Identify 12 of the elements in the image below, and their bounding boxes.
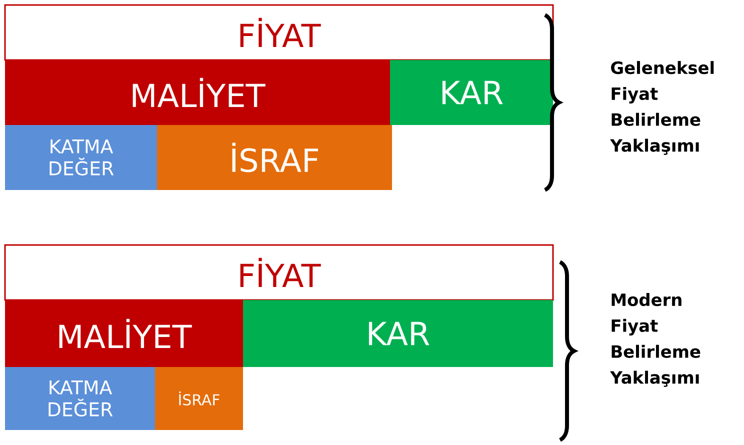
waste-box: İSRAF bbox=[157, 124, 392, 190]
value-added-box: KATMA DEĞER bbox=[5, 124, 157, 190]
price-box: FİYAT bbox=[4, 244, 554, 301]
cost-box: MALİYET bbox=[5, 60, 390, 125]
approach-label: Modern Fiyat Belirleme Yaklaşımı bbox=[610, 293, 700, 387]
profit-box: KAR bbox=[243, 300, 553, 367]
value-added-box: KATMA DEĞER bbox=[5, 366, 155, 430]
price-box: FİYAT bbox=[4, 4, 554, 61]
waste-box: İSRAF bbox=[155, 366, 243, 430]
cost-box: MALİYET bbox=[5, 300, 243, 367]
approach-label: Geleneksel Fiyat Belirleme Yaklaşımı bbox=[610, 61, 714, 155]
profit-box: KAR bbox=[390, 60, 553, 125]
